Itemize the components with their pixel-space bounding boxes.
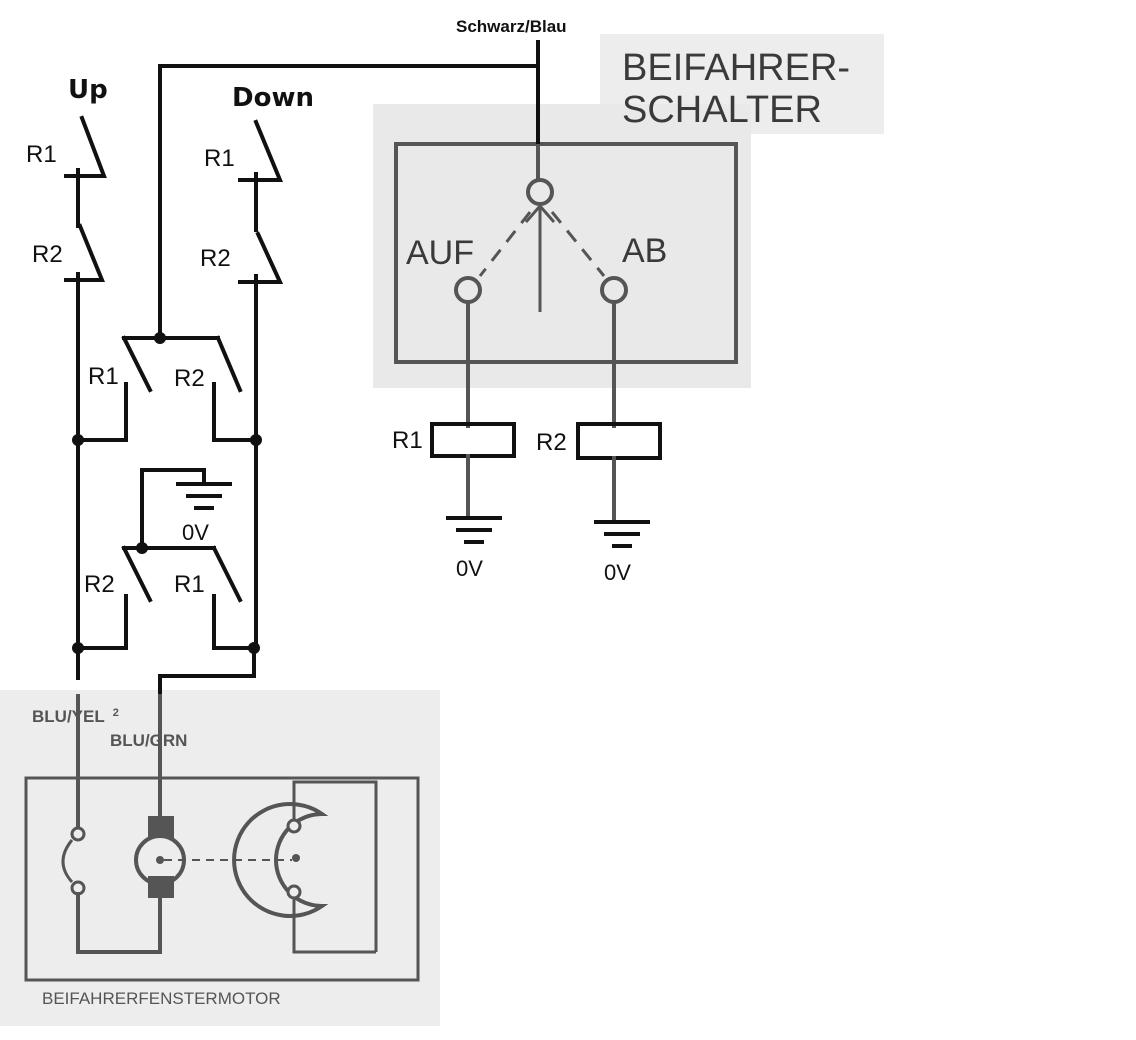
upper-relay-contacts [76,335,258,442]
wire-right-label: BLU/GRN [110,731,187,750]
switch-housing [394,142,738,364]
relay-coil-r1-label: R1 [392,427,423,454]
relay-coil-r2-label: R2 [536,429,567,456]
left-junction-lower [72,642,84,654]
limit-switch-top-wire [292,780,378,952]
switch-panel-background [373,104,751,388]
top-wire-label: Schwarz/Blau [456,17,567,36]
switch-ab-terminal [600,276,628,304]
down-button-r1-contact [238,119,283,232]
motor-label: BEIFAHRERFENSTERMOTOR [42,989,281,1008]
up-r1-label: R1 [26,141,57,168]
switch-common-terminal [526,178,554,206]
right-output-wire [158,646,256,698]
lower-relay-contacts [76,545,258,650]
switch-auf-terminal [454,276,482,304]
motor-brush-bottom [148,876,174,898]
upper-r2-label: R2 [174,365,205,392]
limit-switch-bottom-terminal [286,884,302,900]
switch-title-line2: SCHALTER [622,89,822,131]
switch-auf-path [478,211,532,277]
breaker-arc [61,839,74,884]
ground-symbol-r2 [594,520,650,548]
down-button-r2-contact [238,231,284,650]
ground-label-r2: 0V [604,560,631,585]
lower-ground-tap [140,468,232,550]
limit-switch-center [292,854,300,862]
switch-lever-arrow [524,203,556,223]
motor-housing [24,776,420,982]
ground-junction [136,542,148,554]
lower-r2-label: R2 [84,571,115,598]
lower-r1-label: R1 [174,571,205,598]
right-junction-upper [250,434,262,446]
switch-ab-path [550,211,606,277]
up-button-label: Up [68,75,108,105]
relay-coil-r2 [576,422,662,460]
lower-ground-label: 0V [182,520,209,545]
motor-panel-background [0,690,440,1026]
upper-r1-label: R1 [88,363,119,390]
down-r2-label: R2 [200,245,231,272]
limit-switch-bottom-wire [292,898,376,954]
switch-ab-label: AB [622,232,667,270]
feed-to-relay-wire [158,64,540,340]
up-button-r1-contact [64,115,107,228]
limit-switch-top-terminal [286,818,302,834]
left-junction-upper [72,434,84,446]
ground-symbol-r1 [446,516,502,544]
down-button-label: Down [232,83,314,113]
ground-label-r1: 0V [456,556,483,581]
up-button-r2-contact [64,223,105,680]
switch-title-line1: BEIFAHRER- [622,47,850,89]
breaker-top-terminal [70,826,86,842]
motor-bottom-loop [76,892,162,954]
switch-auf-label: AUF [406,234,474,272]
down-r1-label: R1 [204,145,235,172]
relay-coil-r1 [430,422,516,458]
limit-switch-disc [232,802,329,918]
motor-shaft-dot [156,856,164,864]
up-r2-label: R2 [32,241,63,268]
